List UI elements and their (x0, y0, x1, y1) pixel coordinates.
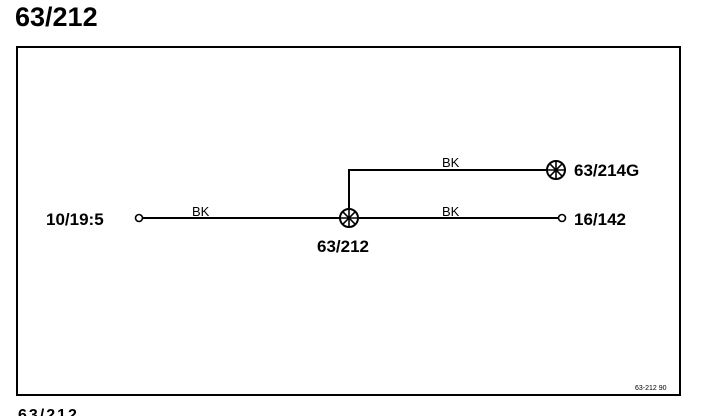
figure-code: 63-212 90 (635, 385, 667, 392)
terminal-left-icon (134, 213, 144, 223)
left-connector-label: 10/19:5 (46, 210, 104, 229)
splice-label: 63/212 (317, 237, 369, 256)
wire-left-color-label: BK (192, 204, 210, 219)
terminal-right-icon (557, 213, 567, 223)
wire-upper (348, 169, 546, 209)
right-connector-label: 16/142 (574, 210, 626, 229)
page-title: 63/212 (15, 2, 98, 32)
upper-right-connector-label: 63/214G (574, 161, 639, 180)
wire-upper-color-label: BK (442, 155, 460, 170)
bottom-cutoff-title: 63/212 (18, 407, 79, 416)
wire-right-color-label: BK (442, 204, 460, 219)
diagram-frame (16, 46, 681, 396)
upper-splice-icon (546, 160, 566, 180)
splice-icon (339, 208, 359, 228)
